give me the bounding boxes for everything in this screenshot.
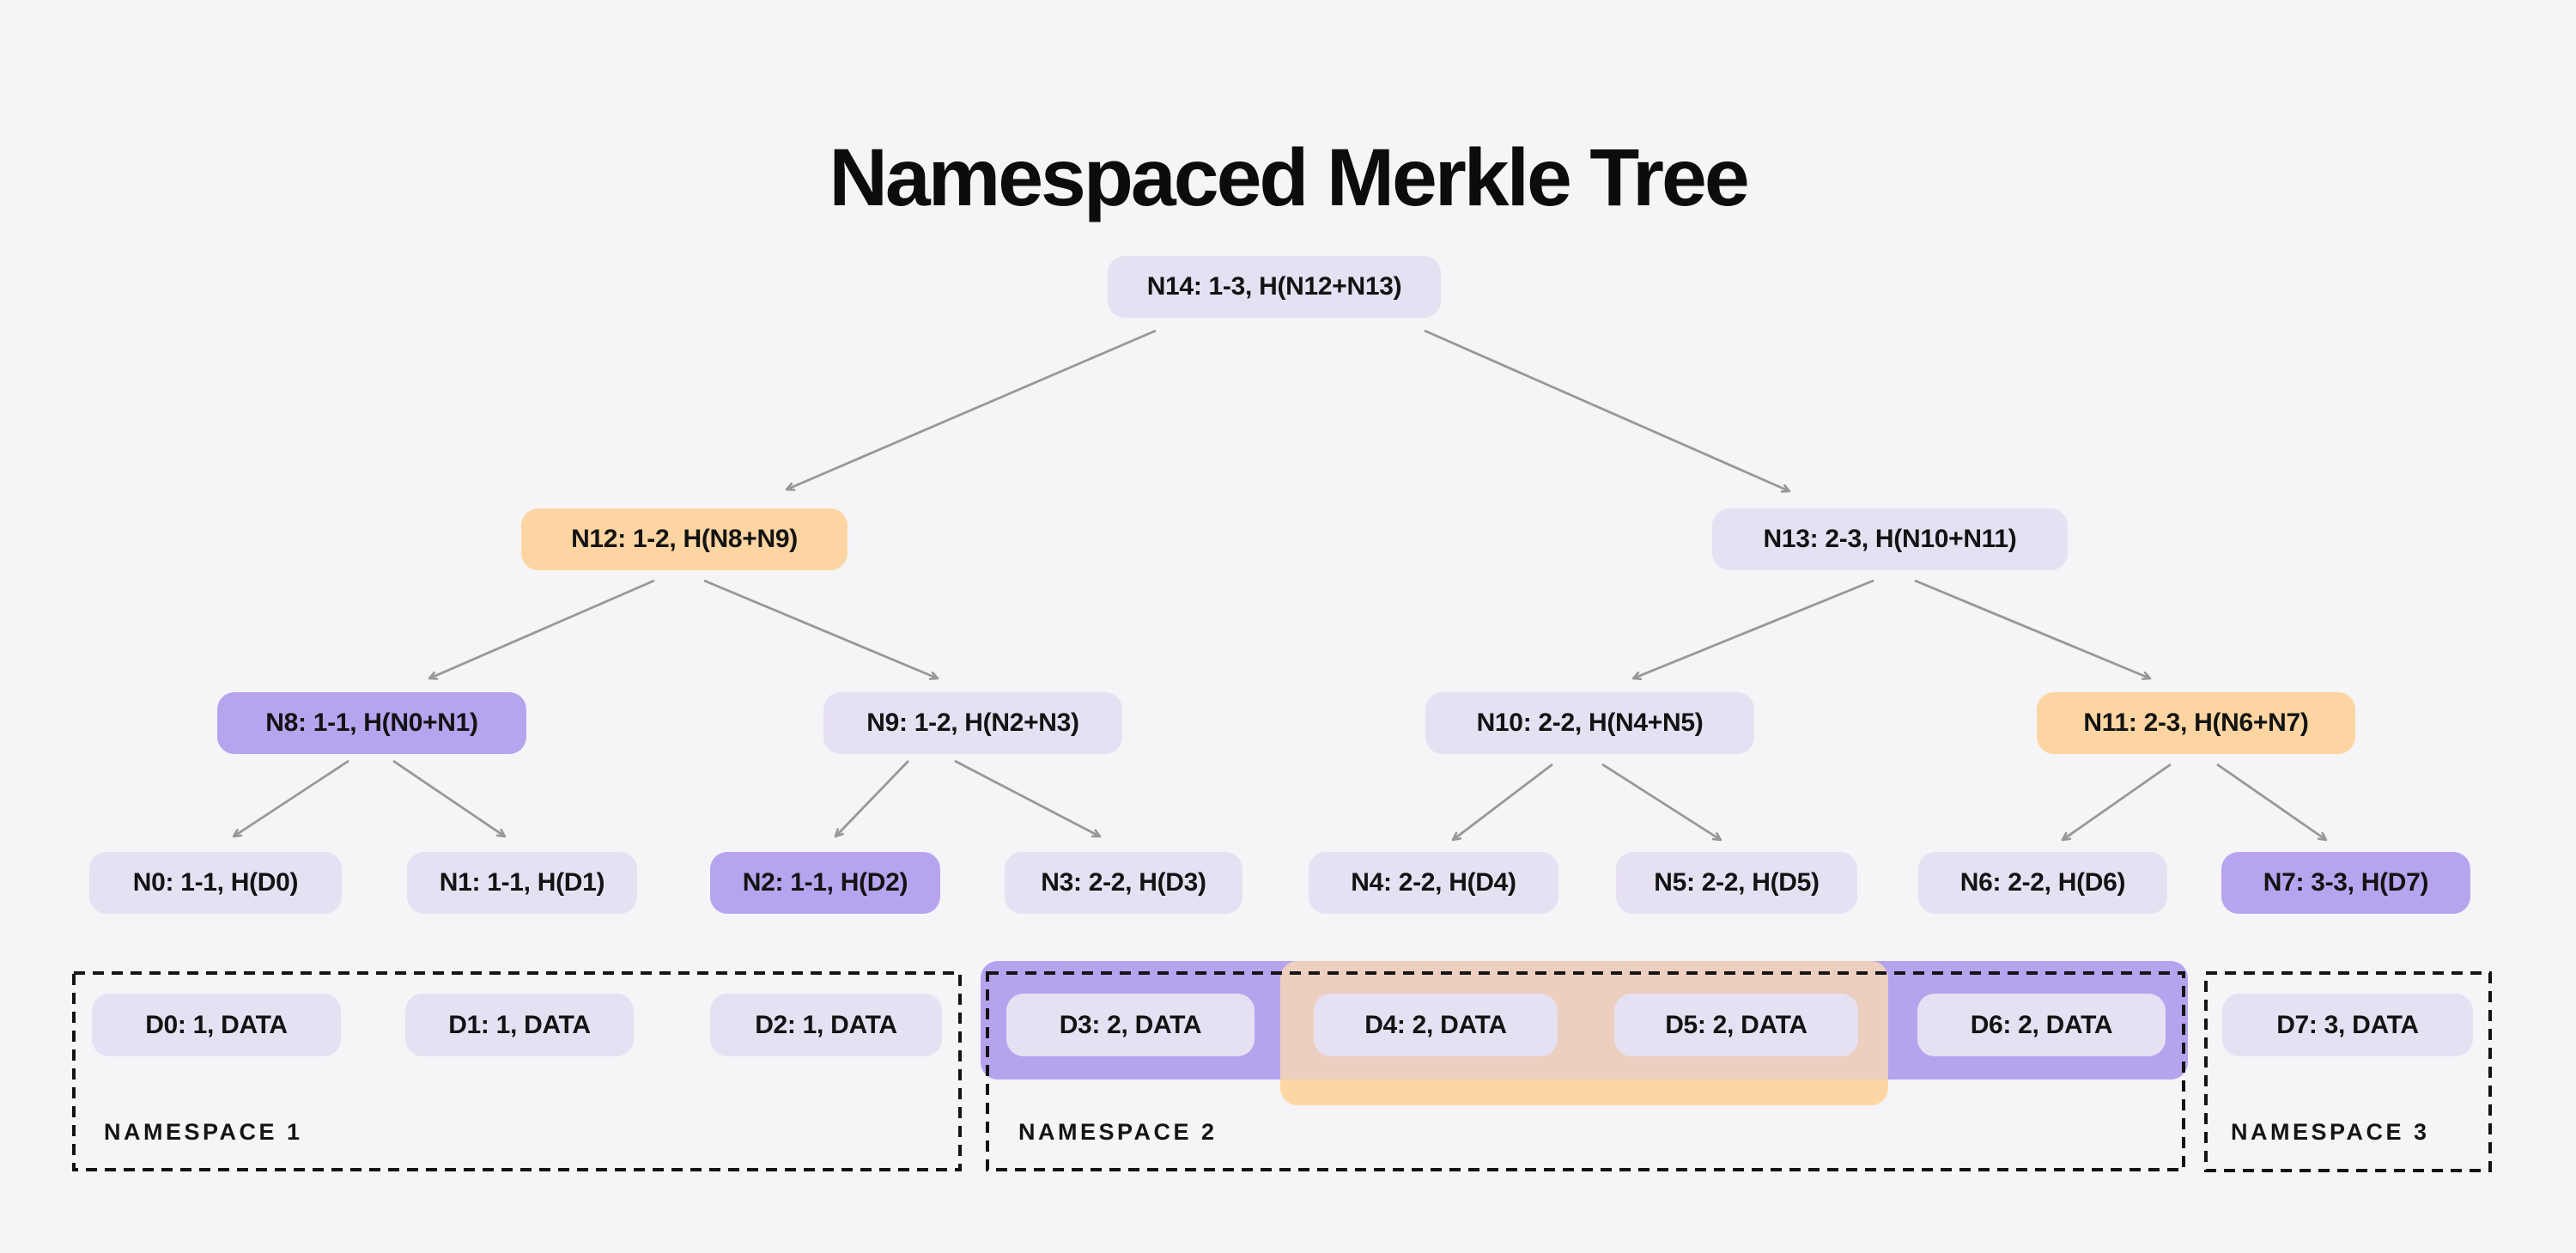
tree-node-n7: N7: 3-3, H(D7) <box>2221 852 2470 914</box>
tree-node-n11: N11: 2-3, H(N6+N7) <box>2037 692 2355 754</box>
data-node-d7: D7: 3, DATA <box>2222 994 2473 1056</box>
arrow-n12-n9 <box>703 579 939 680</box>
namespace-2-border <box>986 971 2185 1171</box>
arrow-n8-n1 <box>392 759 507 838</box>
arrow-n9-n3 <box>954 759 1102 838</box>
arrow-n14-n12 <box>785 329 1157 491</box>
namespace-3-border <box>2204 971 2492 1172</box>
data-node-d3: D3: 2, DATA <box>1006 994 1255 1056</box>
arrow-n14-n13 <box>1424 329 1791 493</box>
data-node-d5: D5: 2, DATA <box>1614 994 1858 1056</box>
data-node-d4: D4: 2, DATA <box>1314 994 1558 1056</box>
arrow-n9-n2 <box>834 760 910 838</box>
data-node-d2: D2: 1, DATA <box>710 994 942 1056</box>
tree-node-n12: N12: 1-2, H(N8+N9) <box>521 508 848 570</box>
tree-node-n5: N5: 2-2, H(D5) <box>1616 852 1857 914</box>
tree-node-n3: N3: 2-2, H(D3) <box>1005 852 1242 914</box>
arrow-n11-n6 <box>2061 763 2172 842</box>
tree-node-n13: N13: 2-3, H(N10+N11) <box>1712 508 2068 570</box>
data-node-d6: D6: 2, DATA <box>1917 994 2166 1056</box>
arrow-n12-n8 <box>428 579 655 680</box>
namespace-borders <box>72 971 2492 1172</box>
tree-node-n8: N8: 1-1, H(N0+N1) <box>217 692 526 754</box>
tree-node-n1: N1: 1-1, H(D1) <box>407 852 637 914</box>
page-title: Namespaced Merkle Tree <box>829 131 1749 223</box>
arrow-n10-n4 <box>1451 763 1553 842</box>
tree-node-n9: N9: 1-2, H(N2+N3) <box>823 692 1122 754</box>
tree-node-n2: N2: 1-1, H(D2) <box>710 852 940 914</box>
data-node-d0: D0: 1, DATA <box>92 994 341 1056</box>
arrow-n13-n11 <box>1914 579 2152 680</box>
tree-node-n14: N14: 1-3, H(N12+N13) <box>1108 256 1441 318</box>
tree-node-n0: N0: 1-1, H(D0) <box>89 852 342 914</box>
data-node-d1: D1: 1, DATA <box>405 994 634 1056</box>
namespace-3-label: NAMESPACE 3 <box>2231 1119 2430 1145</box>
arrow-n11-n7 <box>2216 763 2328 842</box>
namespace-2-label: NAMESPACE 2 <box>1018 1119 1218 1145</box>
tree-node-n10: N10: 2-2, H(N4+N5) <box>1425 692 1754 754</box>
tree-node-n4: N4: 2-2, H(D4) <box>1309 852 1558 914</box>
namespace-1-border <box>72 971 962 1171</box>
arrow-n8-n0 <box>232 759 349 838</box>
arrow-n13-n10 <box>1631 579 1874 680</box>
tree-edges <box>232 329 2328 842</box>
tree-node-n6: N6: 2-2, H(D6) <box>1918 852 2167 914</box>
namespace-1-label: NAMESPACE 1 <box>104 1119 303 1145</box>
arrow-n10-n5 <box>1601 763 1722 842</box>
